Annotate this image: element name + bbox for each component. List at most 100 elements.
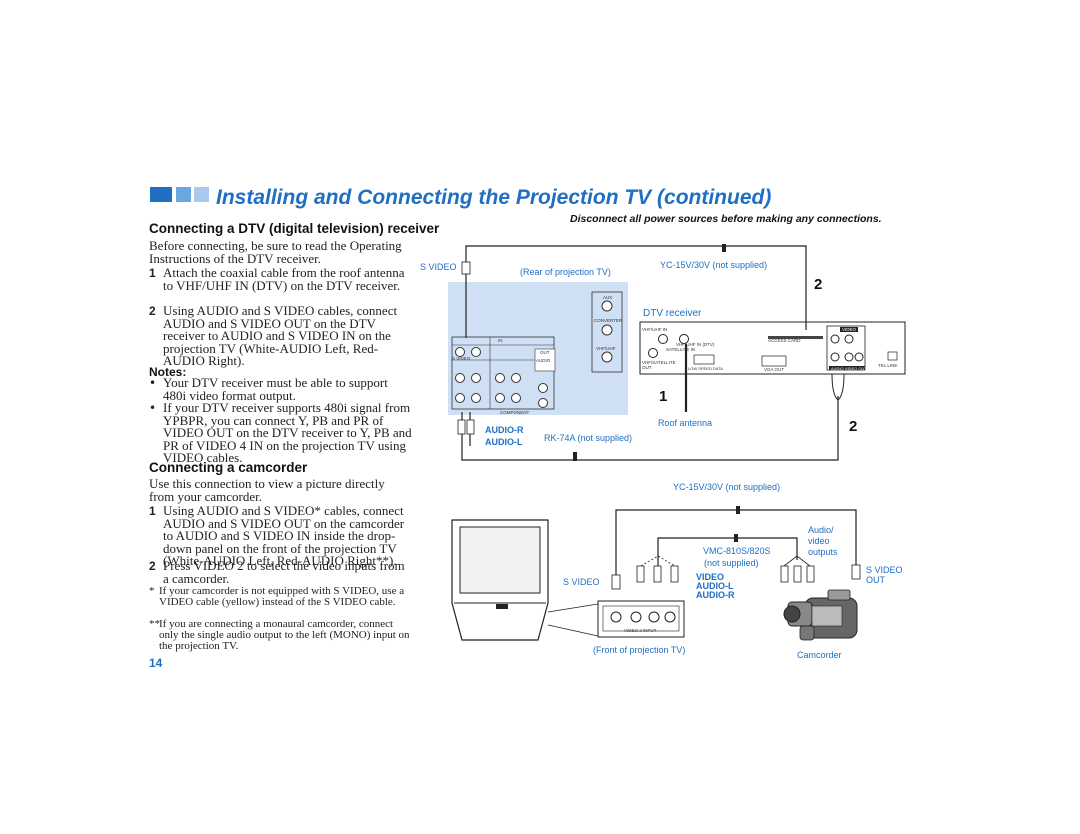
header-square-1	[150, 187, 172, 202]
label-s-video-out: S VIDEO OUT	[866, 565, 903, 585]
receiver-jack	[830, 334, 840, 344]
panel-label-component: COMPONENT	[500, 410, 530, 415]
camcorder-step-1: 1 Using AUDIO and S VIDEO* cables, conne…	[149, 503, 405, 568]
tv-jack	[511, 373, 521, 383]
label-dtv-receiver: DTV receiver	[643, 308, 702, 319]
panel-label-vhf-uhf-in-dtv: VHF/UHF IN (DTV)	[676, 342, 715, 347]
panel-label-out: OUT	[540, 350, 550, 355]
panel-label-converter: CONVERTER	[594, 318, 623, 323]
av-plug	[806, 565, 815, 583]
label-camcorder: Camcorder	[797, 650, 842, 660]
label-s-video: S VIDEO	[420, 262, 457, 272]
label-audio-l: AUDIO-L	[485, 437, 523, 447]
receiver-jack	[679, 334, 689, 344]
notes-heading: Notes:	[149, 365, 187, 379]
av-plug	[636, 565, 645, 583]
audio-plug	[457, 419, 466, 435]
tv-jack	[455, 347, 465, 357]
label-audio-video-outputs: Audio/ video outputs	[808, 525, 838, 557]
header-square-3	[194, 187, 209, 202]
tel-line-port	[887, 351, 898, 361]
panel-label-vhf-uhf-in: VHF/UHF IN	[642, 327, 668, 332]
panel-label-video: VIDEO	[840, 327, 859, 332]
s-video-cable	[465, 245, 807, 330]
label-roof-antenna: Roof antenna	[658, 418, 713, 428]
label-audio-r: AUDIO-R	[485, 425, 524, 435]
camcorder-intro: Use this connection to view a picture di…	[149, 476, 385, 504]
panel-label-svideo: S VIDEO	[452, 356, 471, 361]
vga-out-port	[761, 355, 787, 367]
tv-front-door	[496, 604, 508, 609]
tv-jack	[538, 383, 548, 393]
tv-connector-block	[451, 336, 555, 410]
tv-screen	[459, 526, 541, 594]
note-2: • If your DTV receiver supports 480i sig…	[149, 400, 412, 465]
panel-caption-video-2-input: VIDEO 2 INPUT	[624, 628, 657, 633]
dtv-intro: Before connecting, be sure to read the O…	[149, 238, 402, 266]
panel-label-tel-line: TEL LINE	[878, 363, 898, 368]
label-s-video-2: S VIDEO	[563, 577, 600, 587]
tv-jack	[511, 393, 521, 403]
label-rk-cable: RK-74A (not supplied)	[544, 433, 633, 443]
panel-label-satellite-in: SATELLITE IN	[666, 347, 696, 352]
tv-jack	[495, 393, 505, 403]
panel-label-low-speed-data: LOW SPEED DATA	[688, 366, 723, 371]
label-yc-cable-1: YC-15V/30V (not supplied)	[660, 260, 768, 270]
panel-label-in: IN	[498, 338, 503, 343]
tv-jack	[538, 398, 548, 408]
tv-jack	[471, 393, 481, 403]
access-card-slot	[768, 336, 823, 339]
front-audio-r-jack	[664, 611, 676, 623]
s-video-plug-2	[611, 574, 621, 590]
dtv-heading: Connecting a DTV (digital television) re…	[149, 221, 440, 236]
label-audio-l-2: AUDIO-L	[696, 581, 734, 591]
receiver-jack	[648, 348, 658, 358]
tv-jack	[471, 373, 481, 383]
panel-label-vhf-uhf: VHF/UHF	[596, 346, 616, 351]
receiver-jack	[830, 352, 840, 362]
page-title: Installing and Connecting the Projection…	[216, 186, 772, 209]
av-plug	[670, 565, 679, 583]
audio-plug	[466, 419, 475, 435]
label-rear-tv: (Rear of projection TV)	[520, 267, 611, 277]
label-audio-r-2: AUDIO-R	[696, 590, 735, 600]
audio-cable	[461, 396, 839, 461]
receiver-jack	[844, 334, 854, 344]
front-audio-l-jack	[648, 611, 660, 623]
cable-clip	[573, 452, 577, 461]
av-plug	[653, 565, 662, 583]
tv-out-box	[534, 348, 556, 372]
aux-jack	[601, 300, 613, 312]
low-speed-data-port	[693, 354, 715, 365]
panel-label-audio-video-out: AUDIO VIDEO OUT	[831, 366, 867, 371]
receiver-jack	[658, 334, 668, 344]
cable-clip	[722, 244, 726, 252]
label-front-tv: (Front of projection TV)	[593, 645, 686, 655]
footnote-1: * If your camcorder is not equipped with…	[149, 585, 405, 608]
note-1: • Your DTV receiver must be able to supp…	[149, 375, 388, 403]
camcorder-step-2: 2 Press VIDEO 2 to select the video inpu…	[149, 558, 405, 586]
camcorder-device	[783, 589, 858, 641]
tv-jack	[455, 373, 465, 383]
label-not-supplied: (not supplied)	[704, 558, 759, 568]
s-video-plug-3	[851, 564, 861, 580]
tv-jack	[471, 347, 481, 357]
panel-label-vhf-satellite-out: VHF/SATELLITE OUT	[642, 360, 676, 370]
step-marker-1: 1	[659, 388, 668, 405]
s-video-plug	[461, 261, 471, 275]
av-cable	[657, 537, 798, 570]
dtv-step-2: 2 Using AUDIO and S VIDEO cables, connec…	[149, 303, 398, 368]
receiver-av-strip	[829, 366, 865, 370]
panel-label-access-card: ACCESS CARD	[768, 338, 801, 343]
receiver-jack	[854, 352, 864, 362]
step-marker-2-top: 2	[814, 276, 823, 293]
dtv-step-1: 1 Attach the coaxial cable from the roof…	[149, 265, 405, 293]
av-plug	[780, 565, 789, 583]
av-plug	[793, 565, 802, 583]
panel-label-audio: AUDIO	[536, 358, 551, 363]
label-vmc-cable: VMC-810S/820S	[703, 546, 771, 556]
receiver-jack	[844, 352, 854, 362]
front-s-video-jack	[610, 611, 622, 623]
